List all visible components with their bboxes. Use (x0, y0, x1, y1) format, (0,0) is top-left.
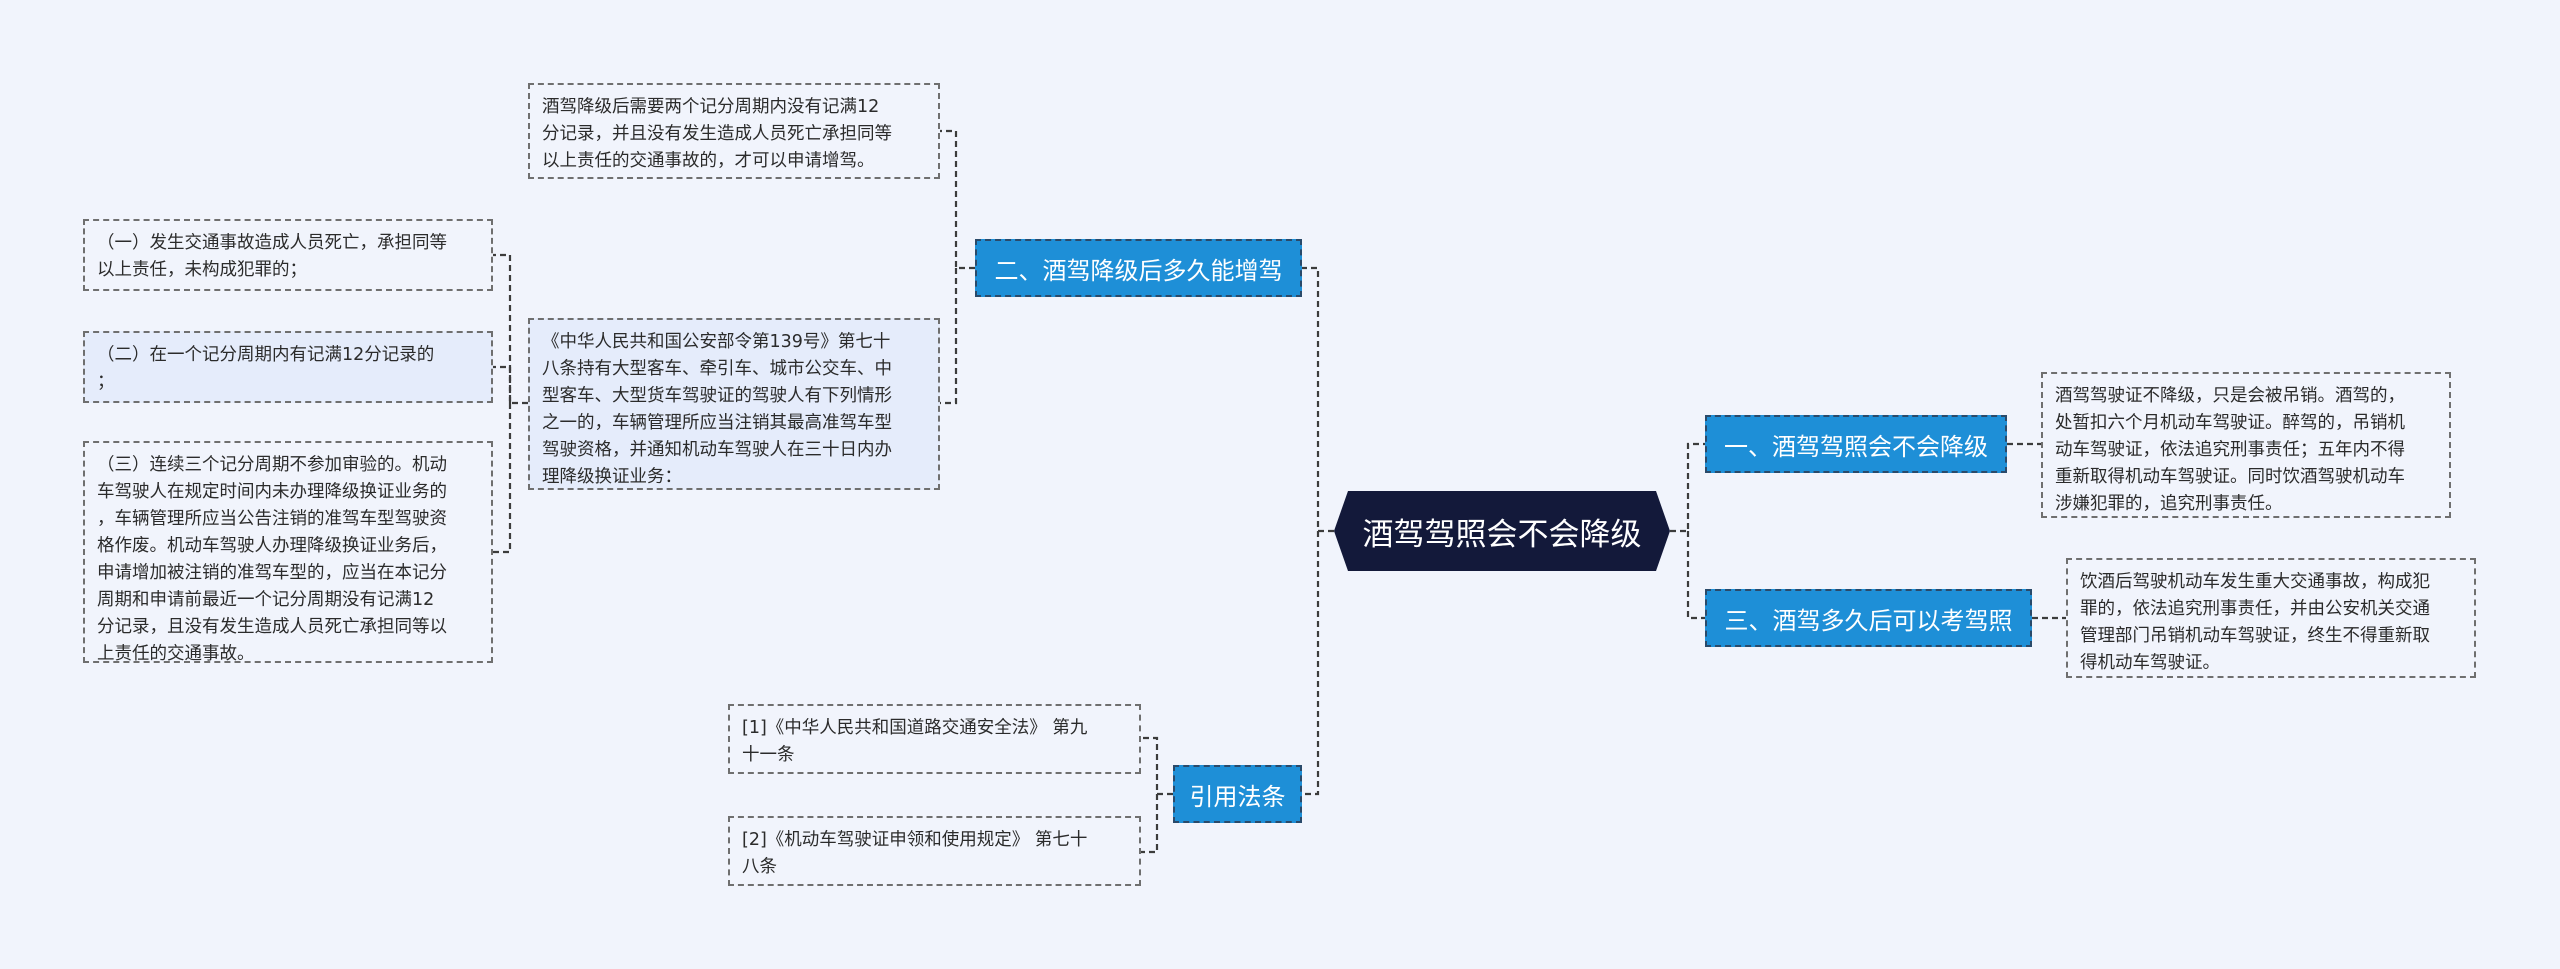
text-line: 周期和申请前最近一个记分周期没有记满12 (97, 590, 435, 610)
text-line: 型客车、大型货车驾驶证的驾驶人有下列情形 (542, 386, 892, 406)
leaf-case-1: （一）发生交通事故造成人员死亡，承担同等 以上责任，未构成犯罪的； (83, 219, 493, 291)
text-line: 申请增加被注销的准驾车型的，应当在本记分 (97, 563, 447, 583)
branch-upgrade-after-downgrade[interactable]: 二、酒驾降级后多久能增驾 (975, 239, 1302, 297)
branch-label: 一、酒驾驾照会不会降级 (1724, 432, 1988, 461)
text-line: 得机动车驾驶证。 (2080, 653, 2220, 673)
text-line: 八条 (742, 857, 777, 877)
text-line: 上责任的交通事故。 (97, 644, 255, 664)
connector-root-to-b3 (1686, 531, 1705, 620)
root-node: 酒驾驾照会不会降级 (1334, 491, 1670, 571)
text-line: [1]《中华人民共和国道路交通安全法》 第九 (742, 718, 1088, 738)
connector-b4-to-ref1 (1141, 736, 1173, 796)
leaf-ministry-order-139: 《中华人民共和国公安部令第139号》第七十 八条持有大型客车、牵引车、城市公交车… (528, 318, 940, 490)
text-line: 重新取得机动车驾驶证。同时饮酒驾驶机动车 (2055, 467, 2405, 487)
branch-label: 引用法条 (1189, 782, 1286, 811)
connector-order-to-case3 (493, 403, 512, 554)
text-line: 十一条 (742, 745, 795, 765)
text-line: 酒驾驾驶证不降级，只是会被吊销。酒驾的， (2055, 386, 2405, 406)
text-line: [2]《机动车驾驶证申领和使用规定》 第七十 (742, 830, 1088, 850)
connector-b4-to-ref2 (1141, 794, 1159, 854)
text-line: 格作废。机动车驾驶人办理降级换证业务后， (97, 536, 447, 556)
text-line: 《中华人民共和国公安部令第139号》第七十 (542, 332, 891, 352)
leaf-reference-1: [1]《中华人民共和国道路交通安全法》 第九 十一条 (728, 704, 1141, 774)
text-line: 饮酒后驾驶机动车发生重大交通事故，构成犯 (2080, 572, 2430, 592)
text-line: 驾驶资格，并通知机动车驾驶人在三十日内办 (542, 440, 892, 460)
connector-root-to-b1 (1670, 442, 1705, 533)
root-label: 酒驾驾照会不会降级 (1362, 516, 1642, 553)
text-line: 管理部门吊销机动车驾驶证，终生不得重新取 (2080, 626, 2430, 646)
connector-b2-to-upgrade (940, 129, 975, 270)
text-line: 八条持有大型客车、牵引车、城市公交车、中 (542, 359, 892, 379)
connector-order-to-case2 (493, 365, 512, 403)
text-line: 处暂扣六个月机动车驾驶证。醉驾的，吊销机 (2055, 413, 2405, 433)
text-line: 以上责任的交通事故的，才可以申请增驾。 (542, 151, 875, 171)
text-line: 酒驾降级后需要两个记分周期内没有记满12 (542, 97, 880, 117)
branch-label: 三、酒驾多久后可以考驾照 (1724, 606, 2013, 635)
connector-root-to-b2 (1302, 266, 1334, 533)
branch-retake-license[interactable]: 三、酒驾多久后可以考驾照 (1705, 589, 2032, 647)
text-line: 分记录，且没有发生造成人员死亡承担同等以 (97, 617, 447, 637)
leaf-case-3: （三）连续三个记分周期不参加审验的。机动 车驾驶人在规定时间内未办理降级换证业务… (83, 441, 493, 664)
connector-b2-to-order (940, 268, 958, 405)
leaf-no-downgrade-detail: 酒驾驾驶证不降级，只是会被吊销。酒驾的， 处暂扣六个月机动车驾驶证。醉驾的，吊销… (2041, 372, 2451, 518)
text-line: 涉嫌犯罪的，追究刑事责任。 (2055, 494, 2283, 514)
text-line: （一）发生交通事故造成人员死亡，承担同等 (97, 233, 447, 253)
text-line: 以上责任，未构成犯罪的； (97, 260, 307, 280)
leaf-reference-2: [2]《机动车驾驶证申领和使用规定》 第七十 八条 (728, 816, 1141, 886)
branch-driving-license-downgrade[interactable]: 一、酒驾驾照会不会降级 (1705, 415, 2007, 473)
text-line: 动车驾驶证，依法追究刑事责任；五年内不得 (2055, 440, 2405, 460)
leaf-retake-detail: 饮酒后驾驶机动车发生重大交通事故，构成犯 罪的，依法追究刑事责任，并由公安机关交… (2066, 558, 2476, 678)
text-line: 之一的，车辆管理所应当注销其最高准驾车型 (542, 413, 892, 433)
text-line: （三）连续三个记分周期不参加审验的。机动 (97, 455, 447, 475)
text-line: 车驾驶人在规定时间内未办理降级换证业务的 (97, 482, 447, 502)
text-line: ； (97, 372, 115, 392)
branch-cited-laws[interactable]: 引用法条 (1173, 765, 1302, 823)
branch-label: 二、酒驾降级后多久能增驾 (994, 256, 1283, 285)
leaf-case-2: （二）在一个记分周期内有记满12分记录的 ； (83, 331, 493, 403)
text-line: 分记录，并且没有发生造成人员死亡承担同等 (542, 124, 892, 144)
leaf-upgrade-condition: 酒驾降级后需要两个记分周期内没有记满12 分记录，并且没有发生造成人员死亡承担同… (528, 83, 940, 179)
text-line: （二）在一个记分周期内有记满12分记录的 (97, 345, 435, 365)
connector-root-to-b4 (1302, 531, 1320, 796)
text-line: 理降级换证业务： (542, 467, 682, 487)
text-line: 罪的，依法追究刑事责任，并由公安机关交通 (2080, 599, 2430, 619)
connector-order-to-case1 (493, 253, 528, 405)
text-line: ，车辆管理所应当公告注销的准驾车型驾驶资 (97, 509, 447, 529)
